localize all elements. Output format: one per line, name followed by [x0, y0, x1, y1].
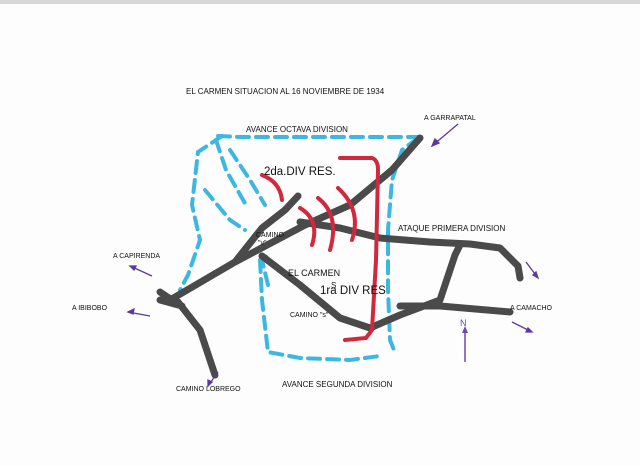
segunda-reserve-arc [260, 173, 284, 202]
avance-octava-branch-3 [203, 188, 247, 232]
road-camacho [396, 302, 514, 316]
arrow-garrapatal [430, 123, 459, 148]
roads [156, 134, 524, 379]
label-el-carmen: EL CARMEN [288, 268, 341, 278]
front-arc-2 [316, 196, 335, 252]
avance-octava-branch-2 [228, 148, 267, 207]
road-camino-s [258, 241, 464, 332]
direction-arrows [126, 123, 540, 388]
avance-octava-route-outer [178, 134, 224, 292]
label-s-mark: S [331, 281, 337, 290]
label-primera-div-res: 1ra DIV RES [320, 285, 386, 297]
label-camino-lobrego: CAMINO LOBREGO [176, 386, 241, 393]
label-camino-v: CAMINO [256, 232, 284, 239]
label-camino-s: CAMINO "s" [290, 312, 329, 319]
label-avance-octava: AVANCE OCTAVA DIVISION [246, 125, 348, 134]
label-a-ibibobo: A IBIBOBO [72, 305, 108, 312]
avance-octava-branch-1 [214, 138, 248, 207]
road-garrapatal [166, 134, 424, 304]
label-a-camacho: A CAMACHO [510, 305, 553, 312]
road-ibibobo [156, 296, 186, 310]
advance-routes [178, 134, 422, 363]
label-avance-segunda: AVANCE SEGUNDA DIVISION [282, 380, 393, 389]
ataque-primera-route [386, 136, 420, 352]
road-ataque [296, 218, 524, 282]
front-line [338, 156, 381, 342]
label-north: N [460, 318, 467, 328]
map-title: EL CARMEN SITUACION AL 16 NOVIEMBRE DE 1… [186, 87, 385, 96]
label-ataque-primera: ATAQUE PRIMERA DIVISION [398, 224, 506, 233]
label-a-garrapatal: A GARRAPATAL [424, 115, 476, 122]
arrow-camacho [511, 321, 534, 333]
road-lobrego [174, 298, 219, 379]
arrow-capirenda [128, 265, 153, 277]
front-arc-1 [298, 206, 317, 247]
arrow-lobrego [207, 371, 219, 388]
avance-segunda-route [258, 258, 382, 363]
label-segunda-div-res: 2da.DIV RES. [264, 166, 336, 178]
road-camino-v [231, 192, 302, 266]
north-arrow-icon [462, 326, 468, 362]
label-camino-v-mark: "v" [258, 240, 267, 247]
label-a-capirenda: A CAPIRENDA [113, 253, 161, 260]
page-top-edge [0, 0, 640, 4]
arrow-ataque [525, 261, 540, 280]
arrow-ibibobo [126, 307, 151, 317]
front-arc-3 [336, 186, 357, 242]
avance-octava-route-top [216, 134, 422, 139]
reserve-positions [260, 156, 381, 342]
